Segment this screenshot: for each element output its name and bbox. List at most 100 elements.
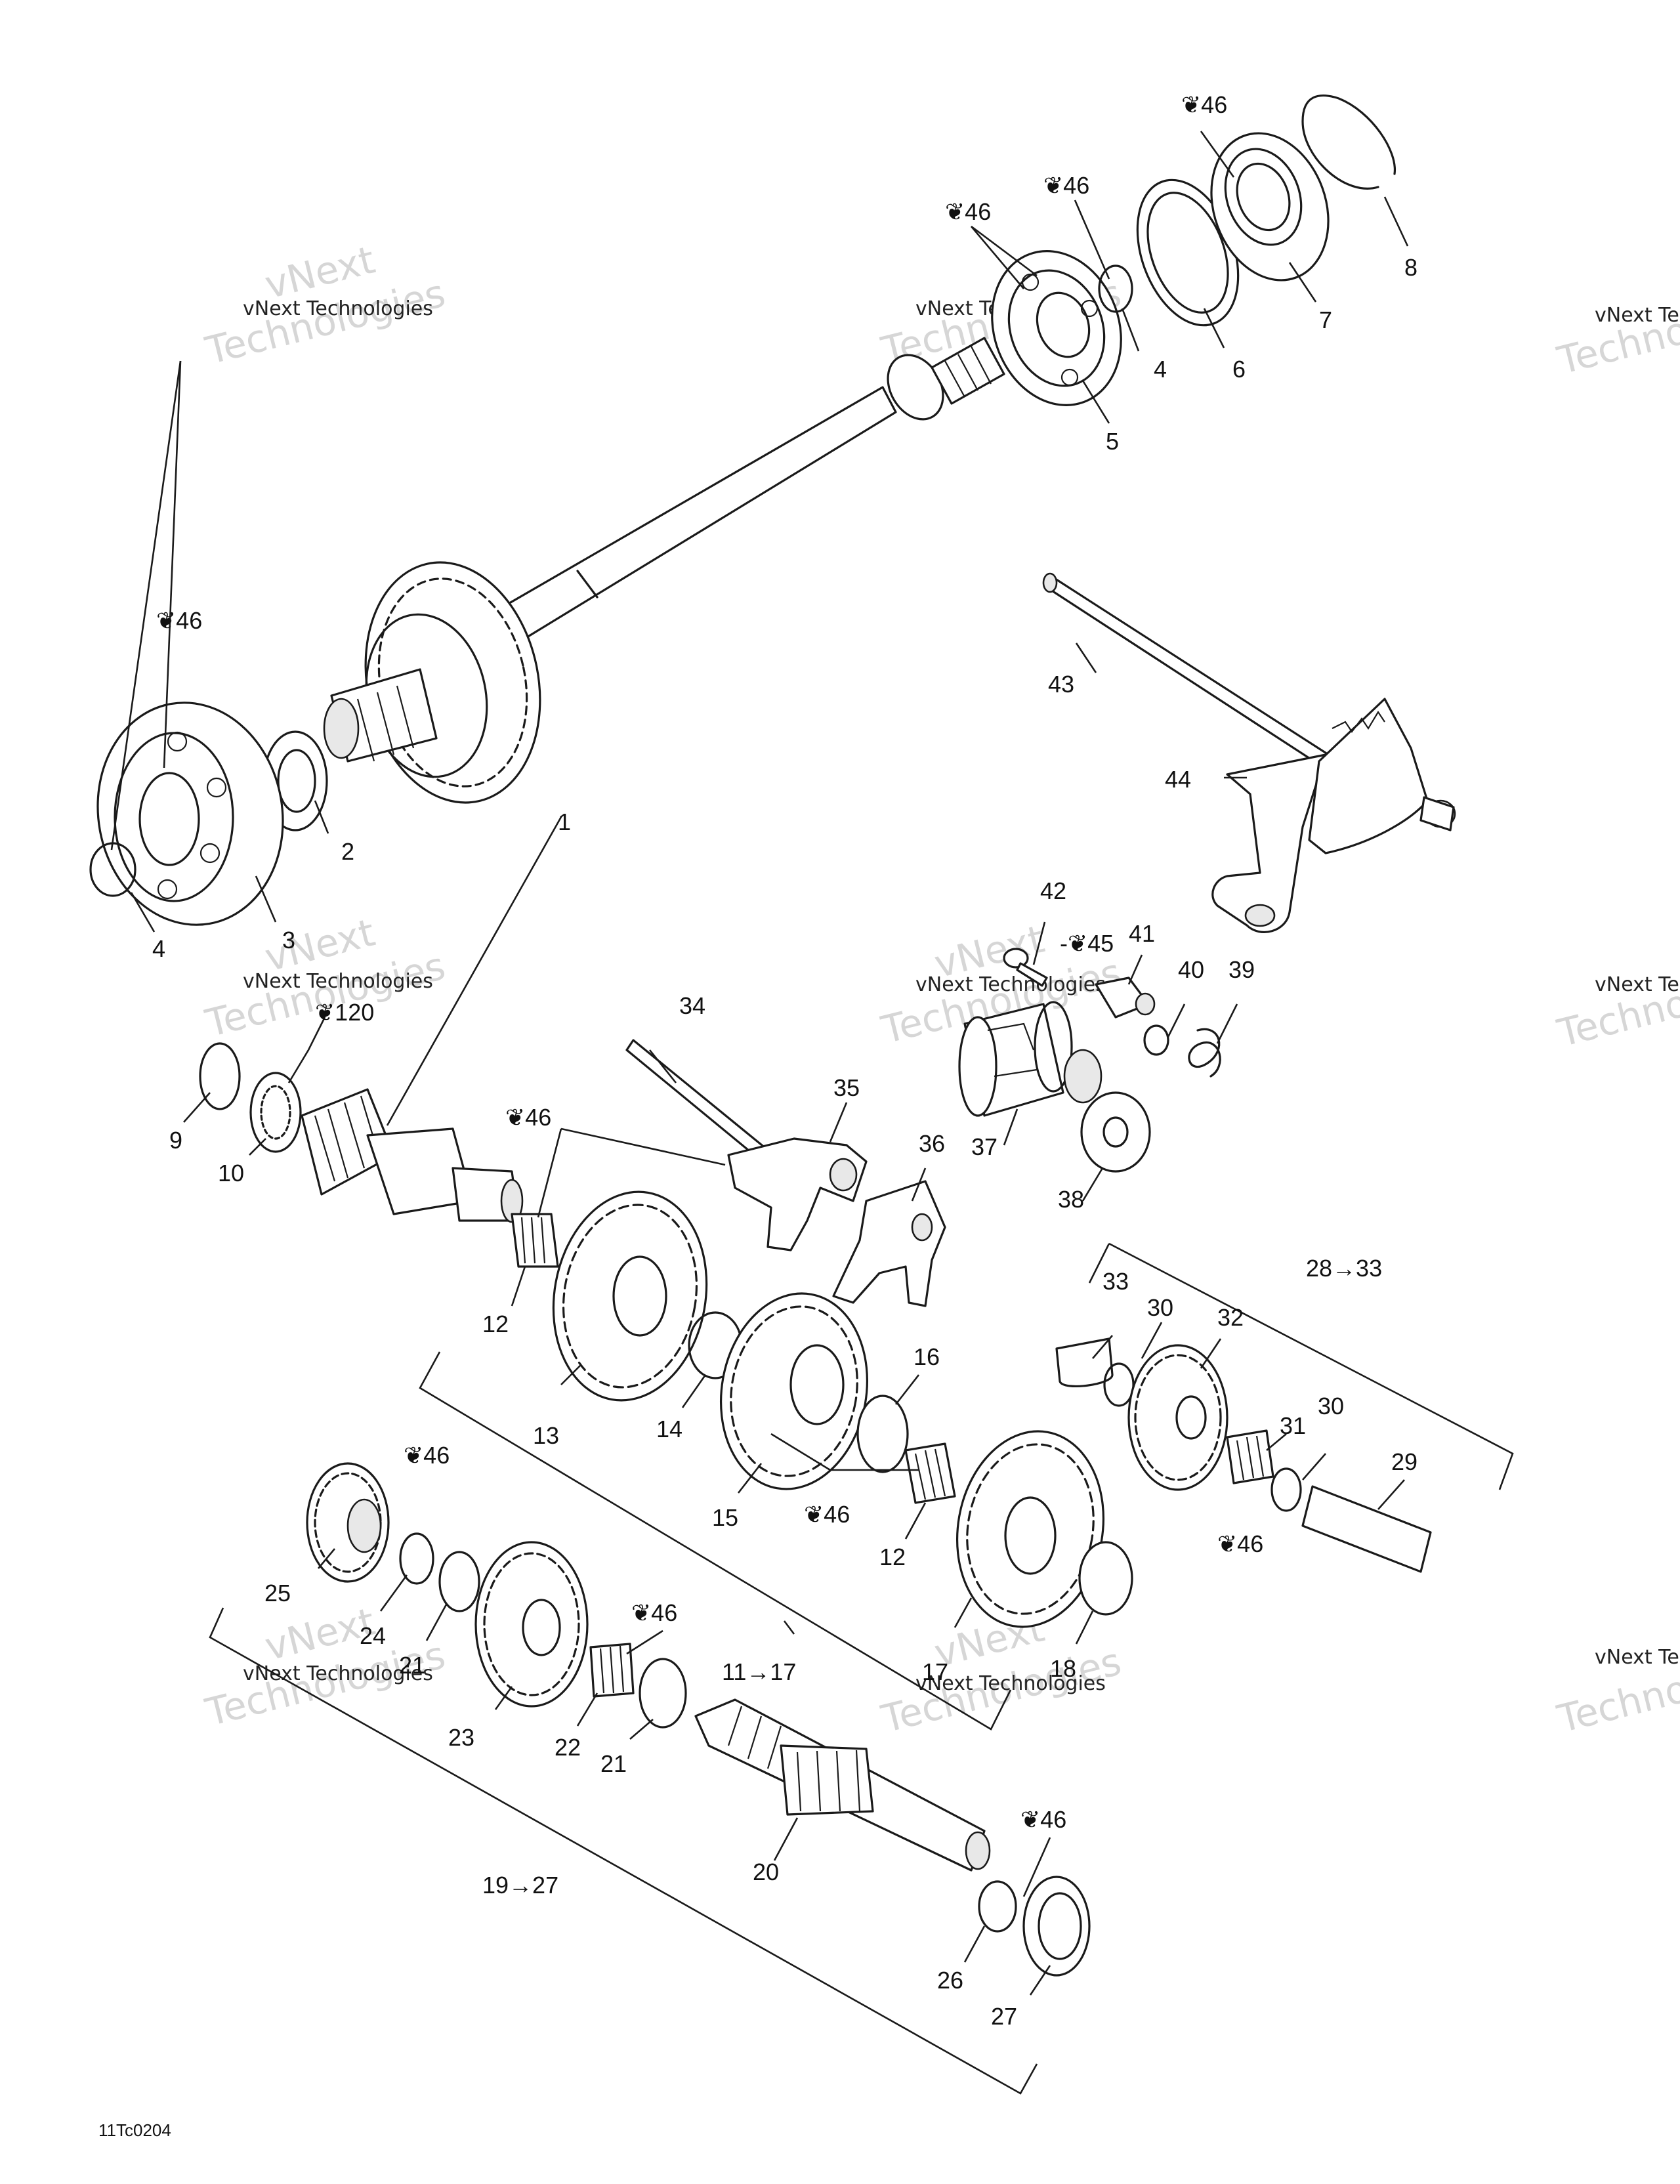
spring-39 [1188,1028,1221,1078]
part-label-24: 24 [360,1622,386,1649]
part-label-20: 20 [753,1858,779,1885]
group-labels: 11→17 19→27 28→33 [482,1255,1382,1899]
part-label-41: 41 [1129,920,1155,947]
group-label-11-17: 11→17 [722,1658,796,1685]
shift-lever-44 [1211,698,1456,933]
shift-drum-37 [958,1001,1102,1117]
part-label-43: 43 [1048,671,1074,698]
leader-lines [110,131,1514,2095]
part-label-13: 13 [533,1422,559,1449]
lube-46-b: ❦46 [1043,172,1089,199]
svg-text:vNext Technologies: vNext Technologies [915,973,1106,996]
lube-46-i: ❦46 [631,1599,677,1626]
svg-text:vNext Technologies: vNext Technologies [1595,304,1680,327]
gear-25 [306,1462,390,1583]
shift-fork-35 [727,1137,868,1251]
svg-text:❦46: ❦46 [945,198,991,225]
svg-text:❦120: ❦120 [315,999,374,1026]
output-shaft-drawing [323,337,1005,804]
part-label-12-upper: 12 [482,1311,509,1337]
shaft-29 [1301,1485,1432,1573]
o-ring-4-right [1098,264,1133,313]
part-label-15: 15 [712,1504,738,1531]
lube-46-h: ❦46 [1217,1530,1263,1557]
part-label-40: 40 [1178,956,1204,983]
group-label-19-27: 19→27 [482,1872,558,1899]
cam-plate-38 [1080,1091,1151,1173]
part-label-18: 18 [1050,1655,1076,1682]
watermark-mid-right: Technologies vNext Technologies [1553,953,1680,1055]
watermark-top-left: Technologies vNext vNext Technologies [201,238,450,373]
needle-bearing-31 [1226,1429,1274,1484]
svg-text:❦46: ❦46 [505,1104,551,1131]
washer-30-lower [1270,1467,1302,1512]
part-label-25: 25 [264,1580,291,1606]
svg-text:❦46: ❦46 [1020,1806,1066,1833]
svg-text:❦46: ❦46 [156,607,202,634]
part-label-35: 35 [833,1074,860,1101]
svg-text:vNext Technologies: vNext Technologies [1595,1646,1680,1669]
svg-text:❦46: ❦46 [1217,1530,1263,1557]
o-ring-26 [978,1880,1017,1933]
lube-46-d: ❦46 [156,607,202,634]
shift-fork-36 [832,1180,946,1307]
part-label-4-right: 4 [1154,356,1167,383]
gear-23 [474,1541,589,1708]
watermark-bottom-right: Technologies vNext Technologies [1553,1639,1680,1741]
part-label-21-left: 21 [399,1652,425,1679]
washer-40 [1143,1024,1169,1056]
part-label-21-right: 21 [600,1750,627,1777]
part-label-32: 32 [1217,1304,1244,1331]
part-label-7: 7 [1319,306,1332,333]
svg-text:-❦45: -❦45 [1060,930,1114,957]
bearing-27 [1022,1876,1091,1977]
lube-46-g: ❦46 [804,1501,850,1528]
svg-text:Technologies: Technologies [1553,953,1680,1055]
needle-bearing-12-upper [511,1213,559,1268]
part-label-37: 37 [971,1133,998,1160]
needle-bearing-10 [249,1072,302,1153]
needle-bearing-12-lower [904,1442,956,1504]
part-label-26: 26 [937,1967,963,1994]
circlip-24 [399,1532,434,1585]
part-label-14: 14 [656,1416,682,1442]
svg-text:❦46: ❦46 [804,1501,850,1528]
part-label-2: 2 [341,838,354,865]
part-label-10: 10 [218,1160,244,1186]
washer-21-left [438,1551,480,1612]
svg-text:vNext Technologies: vNext Technologies [243,970,433,993]
lube-46-a: ❦46 [1181,91,1227,118]
part-label-30-upper: 30 [1147,1294,1173,1321]
part-label-39: 39 [1228,956,1255,983]
part-label-29: 29 [1391,1448,1418,1475]
ball-bearing-3 [96,702,284,926]
lube-46-e: ❦46 [505,1104,551,1131]
washer-16 [856,1395,909,1473]
svg-text:vNext Technologies: vNext Technologies [1595,973,1680,996]
part-label-44: 44 [1165,766,1191,793]
part-label-1: 1 [558,808,571,835]
lube-45: -❦45 [1060,930,1114,957]
part-label-4-left: 4 [152,935,165,962]
lube-46-c: ❦46 [945,198,991,225]
part-label-31: 31 [1280,1412,1306,1439]
svg-text:vNext Technologies: vNext Technologies [243,297,433,320]
part-label-5: 5 [1106,428,1119,455]
gear-15 [719,1292,869,1490]
svg-text:❦46: ❦46 [404,1442,450,1469]
part-label-33: 33 [1102,1268,1129,1295]
part-label-27: 27 [991,2003,1017,2030]
lube-120: ❦120 [315,999,374,1026]
detent-arm-41 [1095,976,1156,1018]
watermark-bottom-mid: Technologies vNext vNext Technologies [877,1606,1125,1742]
washer-9 [199,1042,241,1110]
part-label-3: 3 [282,927,295,954]
part-label-8: 8 [1404,254,1418,281]
part-label-23: 23 [448,1724,474,1751]
group-label-28-33: 28→33 [1306,1255,1382,1282]
part-label-34: 34 [679,992,705,1019]
part-label-30-lower: 30 [1318,1393,1344,1419]
gear-32 [1127,1344,1228,1491]
washer-21-right [639,1658,687,1729]
